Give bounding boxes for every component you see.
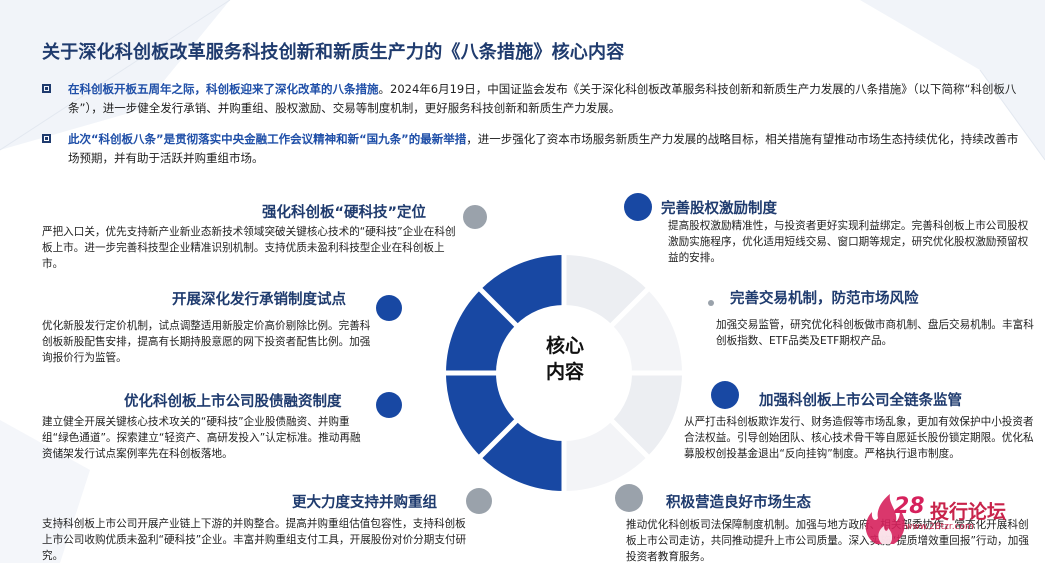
flame-logo-icon: [865, 494, 905, 544]
intro-text: ，进一步强化了资本市场服务新质生产力发展的战略目标，相关措施有望推动市场生态持续…: [68, 132, 1019, 165]
intro-highlight: 此次“科创板八条”是贯彻落实中央金融工作会议精神和新“国九条”的最新举措: [68, 132, 467, 146]
intro-highlight: 在科创板开板五周年之际，科创板迎来了深化改革的八条措施: [68, 82, 379, 96]
section-title-left-4: 更大力度支持并购重组: [292, 495, 437, 511]
section-body-right-3: 从严打击科创板欺诈发行、财务造假等市场乱象，更加有效保护中小投资者合法权益。引导…: [684, 416, 1034, 460]
bullet-square-icon: [42, 84, 51, 93]
section-title-right-2: 完善交易机制，防范市场风险: [730, 291, 919, 307]
marker-dot: [711, 381, 739, 409]
center-label-line1: 核心: [545, 335, 584, 357]
section-title-left-1: 强化科创板“硬科技”定位: [262, 205, 427, 221]
marker-dot: [466, 488, 492, 514]
section-title-left-3: 优化科创板上市公司股债融资制度: [124, 394, 342, 410]
section-title-right-4: 积极营造良好市场生态: [666, 495, 811, 511]
section-body-right-2: 加强交易监管，研究优化科创板做市商机制、盘后交易机制。丰富科创板指数、ETF品类…: [716, 319, 1034, 347]
intro-text: 。2024年6月19日，中国证监会发布《关于深化科创板改革服务科技创新和新质生产…: [68, 82, 1017, 115]
marker-dot: [615, 484, 643, 512]
marker-dot: [708, 300, 714, 306]
section-body-right-1: 提高股权激励精准性，与投资者更好实现利益绑定。完善科创板上市公司股权激励实施程序…: [668, 220, 1029, 264]
watermark-url: www.28tzr.com: [905, 522, 974, 532]
core-ring-diagram: [444, 253, 684, 493]
intro-bullet-text: 在科创板开板五周年之际，科创板迎来了深化改革的八条措施。2024年6月19日，中…: [68, 80, 1028, 118]
center-label: 核心 内容: [540, 333, 590, 385]
marker-dot: [624, 193, 652, 221]
watermark-number: 28: [894, 494, 925, 519]
intro-bullet-text: 此次“科创板八条”是贯彻落实中央金融工作会议精神和新“国九条”的最新举措，进一步…: [68, 130, 1028, 168]
section-title-right-1: 完善股权激励制度: [661, 201, 777, 217]
marker-dot: [376, 295, 402, 321]
center-label-line2: 内容: [545, 361, 584, 383]
section-body-right-4: 推动优化科创板司法保障制度机制。加强与地方政府、相关部委协作，常态化开展科创板上…: [626, 519, 1029, 563]
section-body-left-4: 支持科创板上市公司开展产业链上下游的并购整合。提高并购重组估值包容性，支持科创板…: [42, 518, 467, 562]
bullet-square-icon: [42, 134, 51, 143]
section-body-left-2: 优化新股发行定价机制，试点调整适用新股定价高价剔除比例。完善科创板新股配售安排，…: [42, 320, 371, 364]
section-title-left-2: 开展深化发行承销制度试点: [172, 292, 346, 308]
marker-dot: [463, 205, 487, 229]
marker-dot: [376, 392, 402, 418]
page-title: 关于深化科创板改革服务科技创新和新质生产力的《八条措施》核心内容: [42, 42, 625, 63]
watermark-name: 投行论坛: [930, 501, 1007, 523]
section-body-left-1: 严把入口关，优先支持新产业新业态新技术领域突破关键核心技术的“硬科技”企业在科创…: [42, 226, 456, 270]
section-body-left-3: 建立健全开展关键核心技术攻关的“硬科技”企业股债融资、并购重组“绿色通道”。探索…: [42, 416, 361, 460]
section-title-right-3: 加强科创板上市公司全链条监管: [759, 393, 962, 409]
